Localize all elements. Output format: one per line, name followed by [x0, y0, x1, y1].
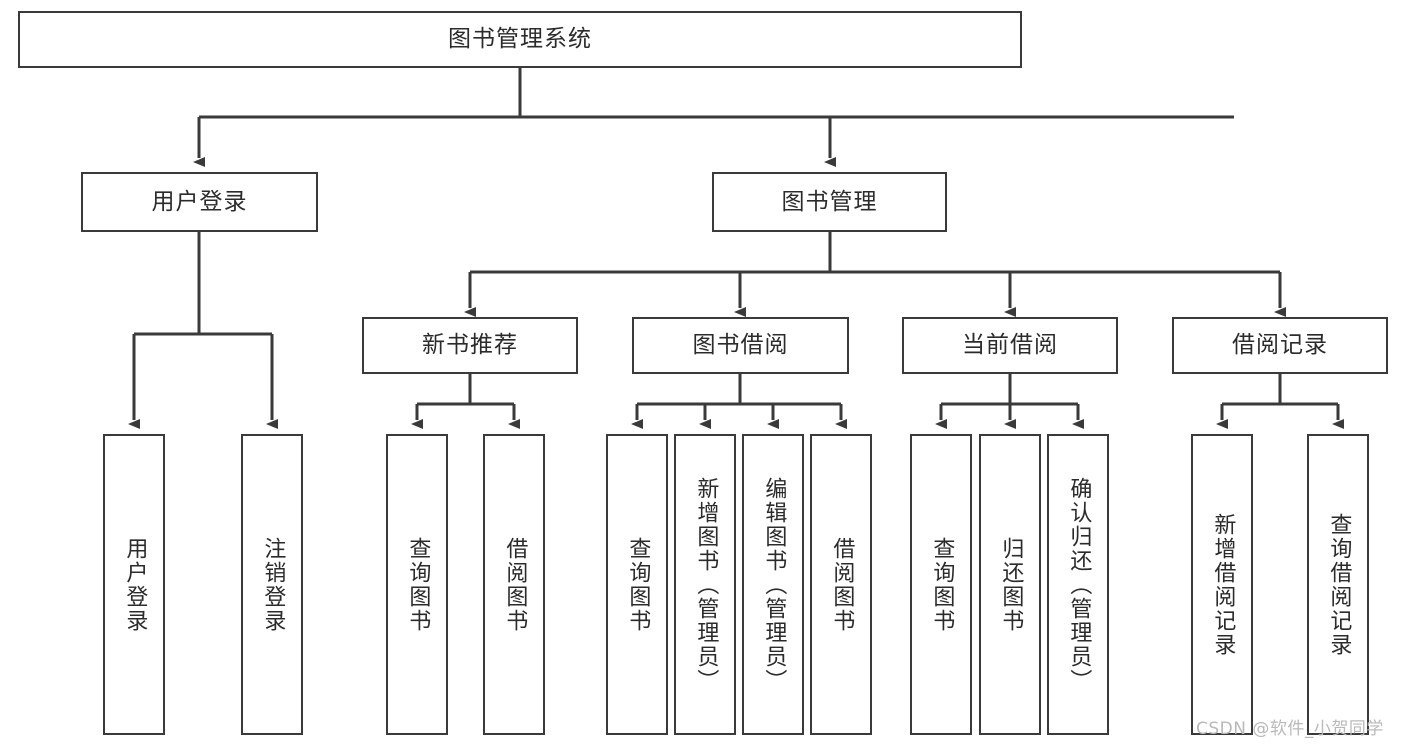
node-current-borrow-label: 当前借阅	[962, 332, 1058, 359]
leaf-borrow-book-1[interactable]: 借阅图书	[483, 434, 545, 735]
leaf-add-record-label: 新增借阅记录	[1210, 512, 1236, 657]
leaf-edit-book-label: 编辑图书（管理员）	[761, 476, 787, 693]
node-root[interactable]: 图书管理系统	[18, 11, 1022, 68]
leaf-add-record[interactable]: 新增借阅记录	[1191, 434, 1253, 735]
node-user-login-label: 用户登录	[151, 188, 248, 215]
leaf-user-login[interactable]: 用户登录	[103, 434, 165, 735]
leaf-query-book-1[interactable]: 查询图书	[386, 434, 448, 735]
leaf-query-record-label: 查询借阅记录	[1326, 512, 1352, 657]
leaf-query-book-2-label: 查询图书	[625, 536, 651, 633]
node-borrow-record[interactable]: 借阅记录	[1172, 317, 1388, 374]
node-current-borrow[interactable]: 当前借阅	[902, 317, 1118, 374]
leaf-add-book-label: 新增图书（管理员）	[693, 476, 719, 693]
node-new-book-recommend-label: 新书推荐	[422, 332, 518, 359]
leaf-query-book-1-label: 查询图书	[405, 536, 431, 633]
leaf-borrow-book-2[interactable]: 借阅图书	[810, 434, 872, 735]
leaf-edit-book[interactable]: 编辑图书（管理员）	[742, 434, 804, 735]
leaf-borrow-book-1-label: 借阅图书	[502, 536, 528, 633]
leaf-confirm-return[interactable]: 确认归还（管理员）	[1047, 434, 1109, 735]
node-book-borrow[interactable]: 图书借阅	[632, 317, 849, 374]
node-book-manage-label: 图书管理	[781, 188, 878, 215]
leaf-query-book-3[interactable]: 查询图书	[910, 434, 972, 735]
node-borrow-record-label: 借阅记录	[1232, 332, 1328, 359]
leaf-logout-login-label: 注销登录	[260, 536, 286, 633]
leaf-add-book[interactable]: 新增图书（管理员）	[674, 434, 736, 735]
node-book-borrow-label: 图书借阅	[692, 332, 789, 359]
leaf-return-book-label: 归还图书	[998, 536, 1024, 633]
csdn-watermark: CSDN @软件_小贺同学	[1196, 719, 1384, 739]
leaf-logout-login[interactable]: 注销登录	[241, 434, 303, 735]
node-user-login[interactable]: 用户登录	[81, 172, 318, 232]
node-new-book-recommend[interactable]: 新书推荐	[362, 317, 578, 374]
leaf-query-record[interactable]: 查询借阅记录	[1307, 434, 1369, 735]
leaf-query-book-2[interactable]: 查询图书	[606, 434, 668, 735]
leaf-return-book[interactable]: 归还图书	[979, 434, 1041, 735]
leaf-borrow-book-2-label: 借阅图书	[829, 536, 855, 633]
leaf-query-book-3-label: 查询图书	[929, 536, 955, 633]
leaf-confirm-return-label: 确认归还（管理员）	[1066, 476, 1092, 693]
leaf-user-login-label: 用户登录	[122, 536, 148, 633]
node-root-label: 图书管理系统	[448, 26, 592, 53]
node-book-manage[interactable]: 图书管理	[712, 172, 947, 232]
